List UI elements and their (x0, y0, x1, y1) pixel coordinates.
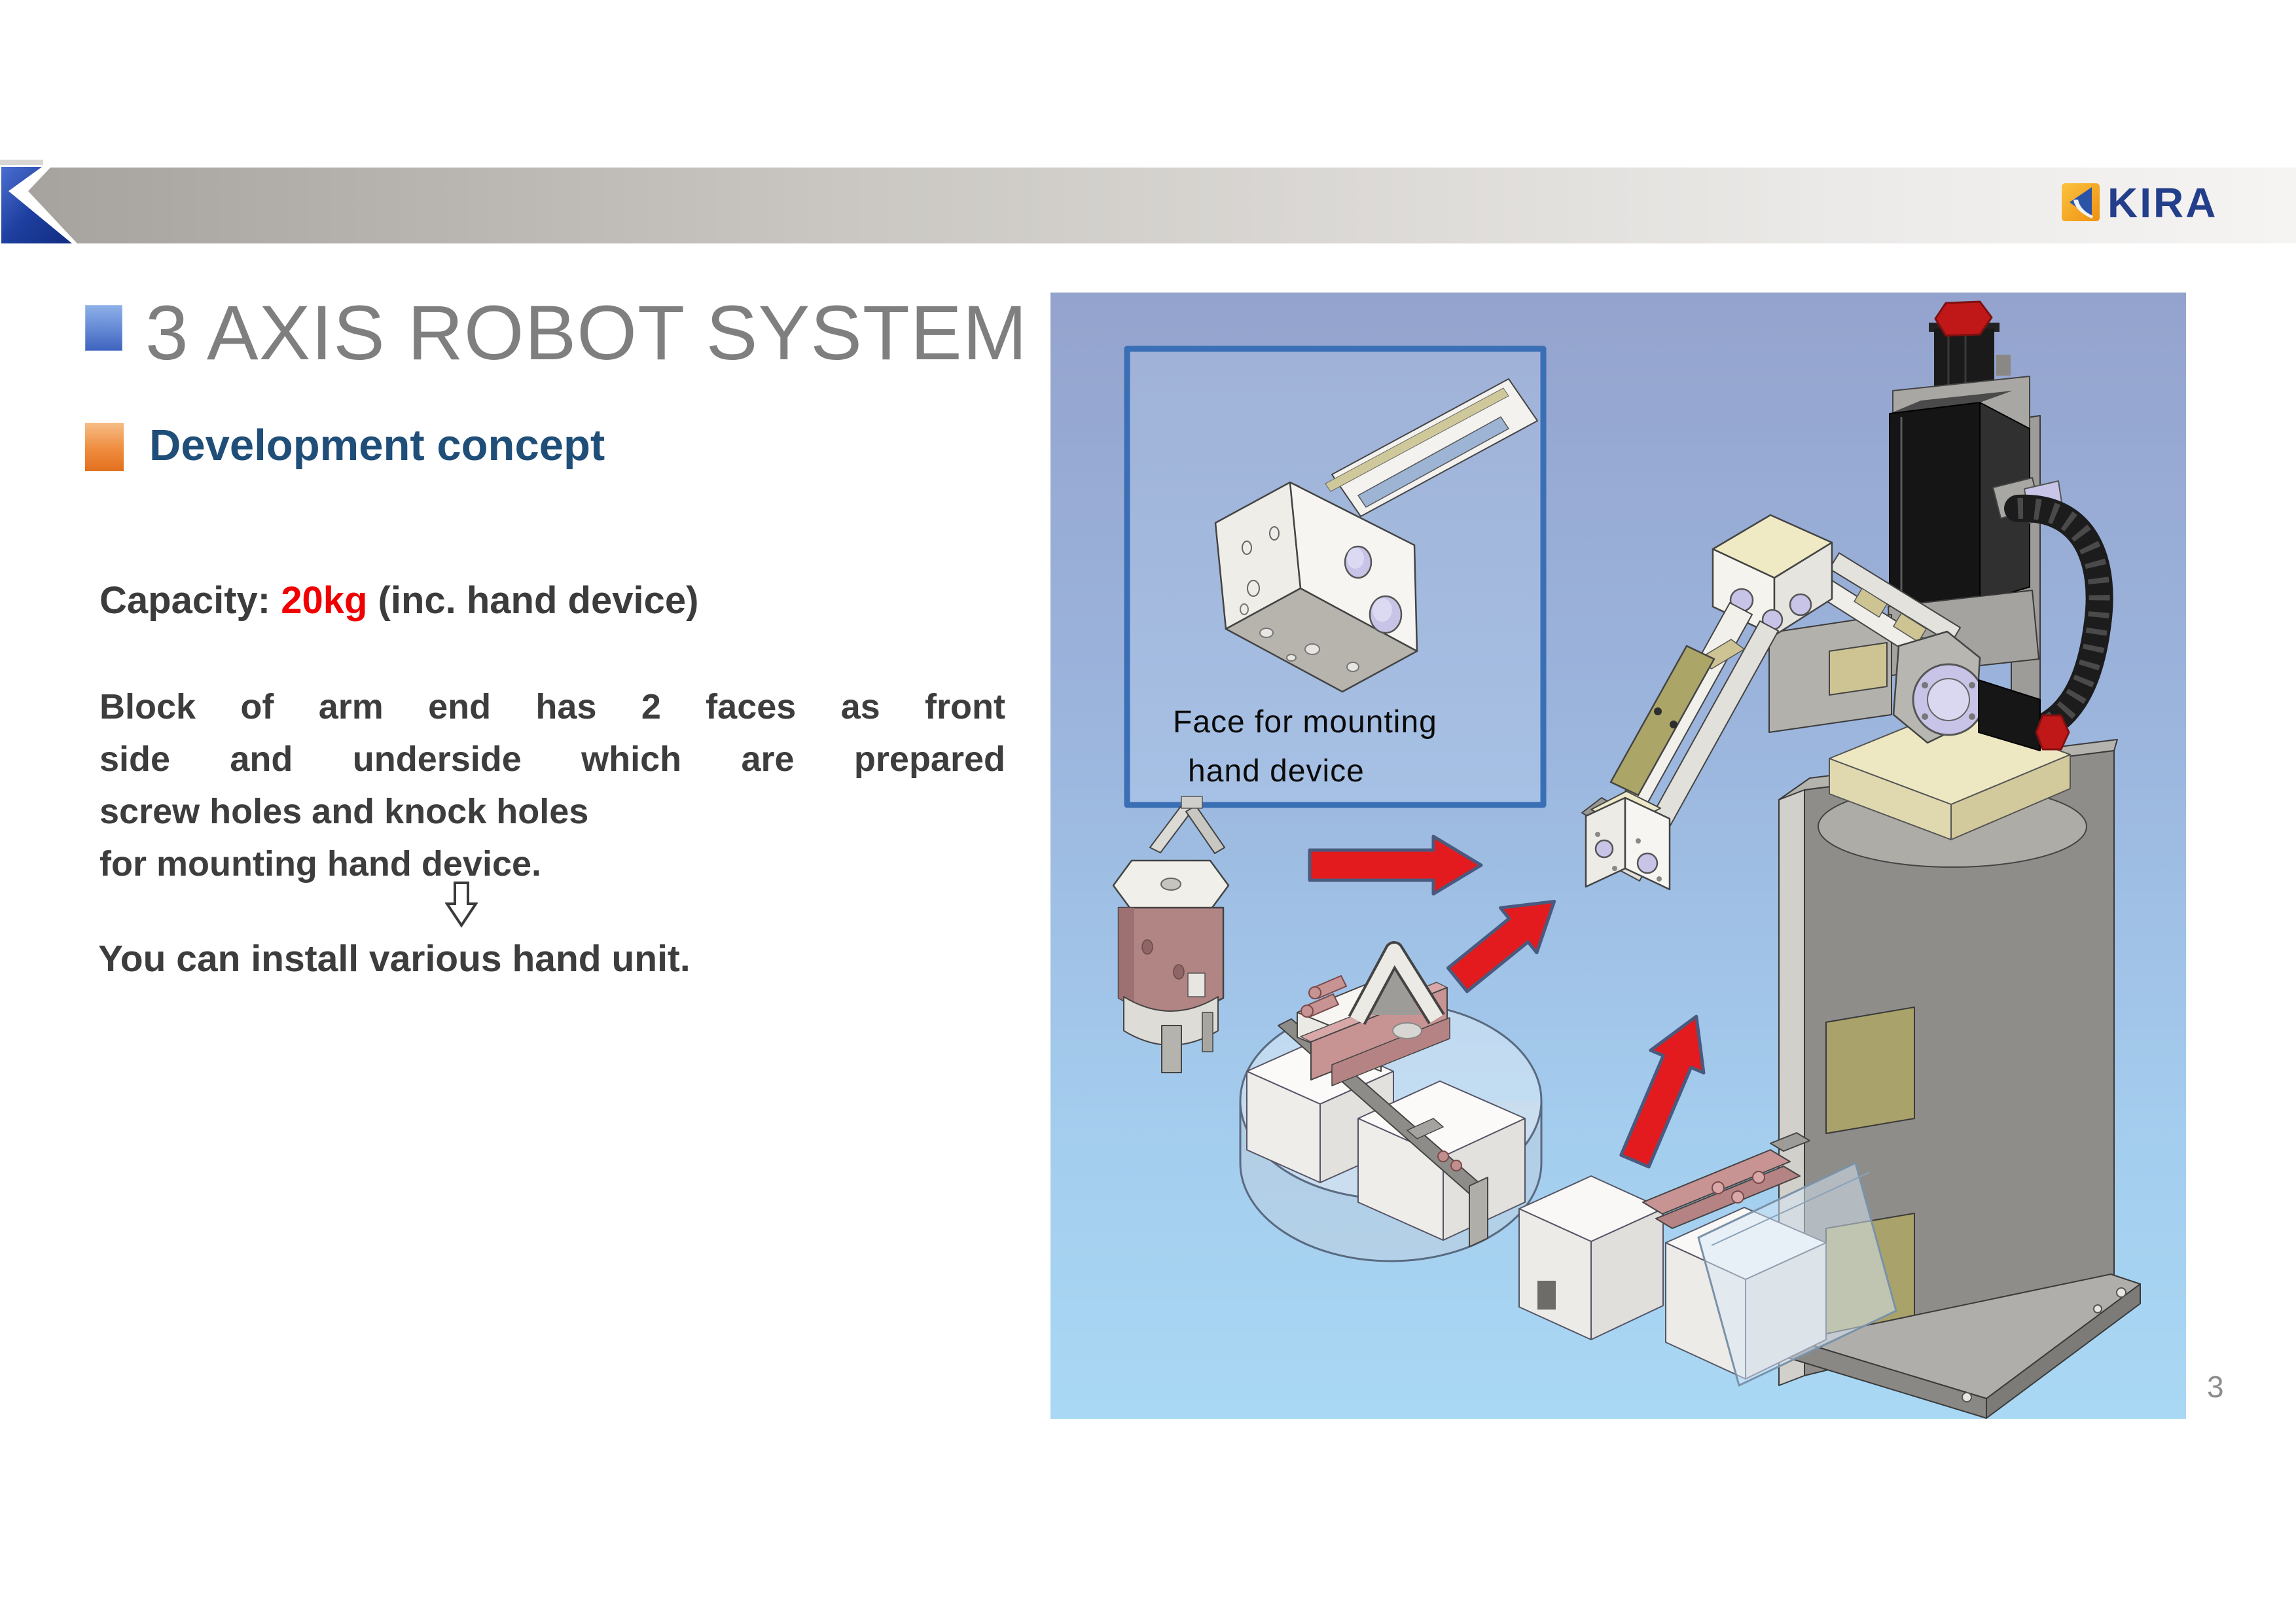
wrist-motor (1978, 679, 2041, 751)
header-notch-decoration (0, 160, 43, 165)
figure-panel: Face for mounting hand device (1050, 293, 2186, 1419)
conclusion-text: You can install various hand unit. (98, 938, 691, 980)
page-title: 3 AXIS ROBOT SYSTEM (145, 290, 1028, 376)
flow-arrows (1308, 834, 1706, 1169)
capacity-line: Capacity: 20kg (inc. hand device) (99, 579, 698, 622)
down-arrow-icon (445, 882, 478, 928)
arm-end-block (1581, 791, 1671, 891)
capacity-note: (inc. hand device) (367, 579, 699, 622)
kira-brand-text: KIRA (2108, 179, 2217, 226)
paragraph-line: Block of arm end has 2 faces as front (99, 687, 1005, 726)
kira-logo-swoosh (2073, 200, 2093, 219)
z-axis-housing (1889, 402, 1981, 615)
callout-label-line1: Face for mounting (1173, 705, 1437, 740)
red-cap-top (1934, 300, 1993, 337)
callout-label-line2: hand device (1188, 754, 1365, 789)
paragraph-line: screw holes and knock holes (99, 792, 589, 831)
kira-logo: KIRA (2062, 179, 2217, 226)
arrow-up-icon (1619, 1014, 1706, 1169)
kira-logo-chevron-icon (2070, 187, 2092, 219)
section-heading: Development concept (149, 421, 605, 470)
cable-chain (1992, 477, 2113, 743)
header-bar (0, 160, 2296, 243)
body-paragraph: Block of arm end has 2 faces as front si… (99, 681, 1005, 890)
paragraph-line: for mounting hand device. (99, 844, 542, 883)
pedestal-panel (1825, 1007, 1915, 1134)
robot-forearm (1768, 552, 2070, 751)
callout-arm-end-block (1214, 481, 1418, 693)
header-chevron-icon (1, 167, 72, 243)
red-cap-motor (2035, 714, 2070, 751)
title-bullet (85, 305, 122, 351)
callout-box: Face for mounting hand device (1124, 346, 1547, 808)
header-gradient-band (28, 168, 2296, 243)
arm-cover-plate (1609, 645, 1715, 796)
capacity-value: 20kg (281, 579, 368, 622)
turntable-unit (1239, 941, 1543, 1262)
section-bullet (85, 423, 124, 471)
paragraph-line: side and underside which are prepared (99, 740, 1005, 779)
arrow-right-icon (1308, 834, 1483, 896)
page-number: 3 (2207, 1370, 2224, 1404)
clamp-unit (1518, 1132, 1897, 1387)
arrow-up-right-icon (1446, 899, 1556, 993)
cylinder-hand-device (1112, 796, 1230, 1073)
capacity-label: Capacity: (99, 579, 281, 622)
